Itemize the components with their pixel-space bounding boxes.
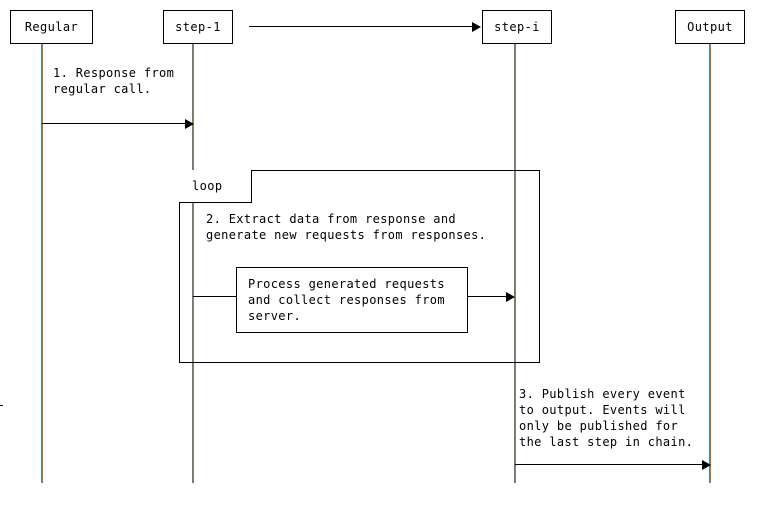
participant-step1[interactable]: step-1 xyxy=(163,10,233,44)
loop-body-text: 2. Extract data from response and genera… xyxy=(206,212,487,242)
participant-step1-label: step-1 xyxy=(175,20,221,34)
loop-operator-text: loop xyxy=(192,179,223,193)
lifeline-stepi xyxy=(514,43,516,483)
message-1-arrow-line xyxy=(42,123,185,124)
message-2-arrow-head xyxy=(506,292,515,302)
participant-output-label: Output xyxy=(687,20,733,34)
message-1-label: 1. Response from regular call. xyxy=(53,66,175,96)
lifeline-output xyxy=(709,43,711,483)
header-chain-arrow-line xyxy=(249,26,472,27)
participant-regular-label: Regular xyxy=(24,20,79,34)
message-3-label: 3. Publish every event to output. Events… xyxy=(519,387,694,449)
left-edge-tick xyxy=(0,405,3,406)
lifeline-regular xyxy=(41,43,43,483)
message-2-label-box: Process generated requests and collect r… xyxy=(236,267,468,333)
message-1-arrow-head xyxy=(185,119,194,129)
participant-stepi-label: step-i xyxy=(494,20,540,34)
participant-output[interactable]: Output xyxy=(675,10,745,44)
message-3-arrow-line xyxy=(515,464,702,465)
lifeline-step1 xyxy=(192,43,194,483)
loop-fragment xyxy=(179,170,540,363)
participant-stepi[interactable]: step-i xyxy=(482,10,552,44)
message-3-arrow-head xyxy=(702,460,711,470)
participant-regular[interactable]: Regular xyxy=(10,10,93,44)
loop-fragment-label: loop xyxy=(179,170,252,203)
header-chain-arrow-head xyxy=(472,22,481,32)
